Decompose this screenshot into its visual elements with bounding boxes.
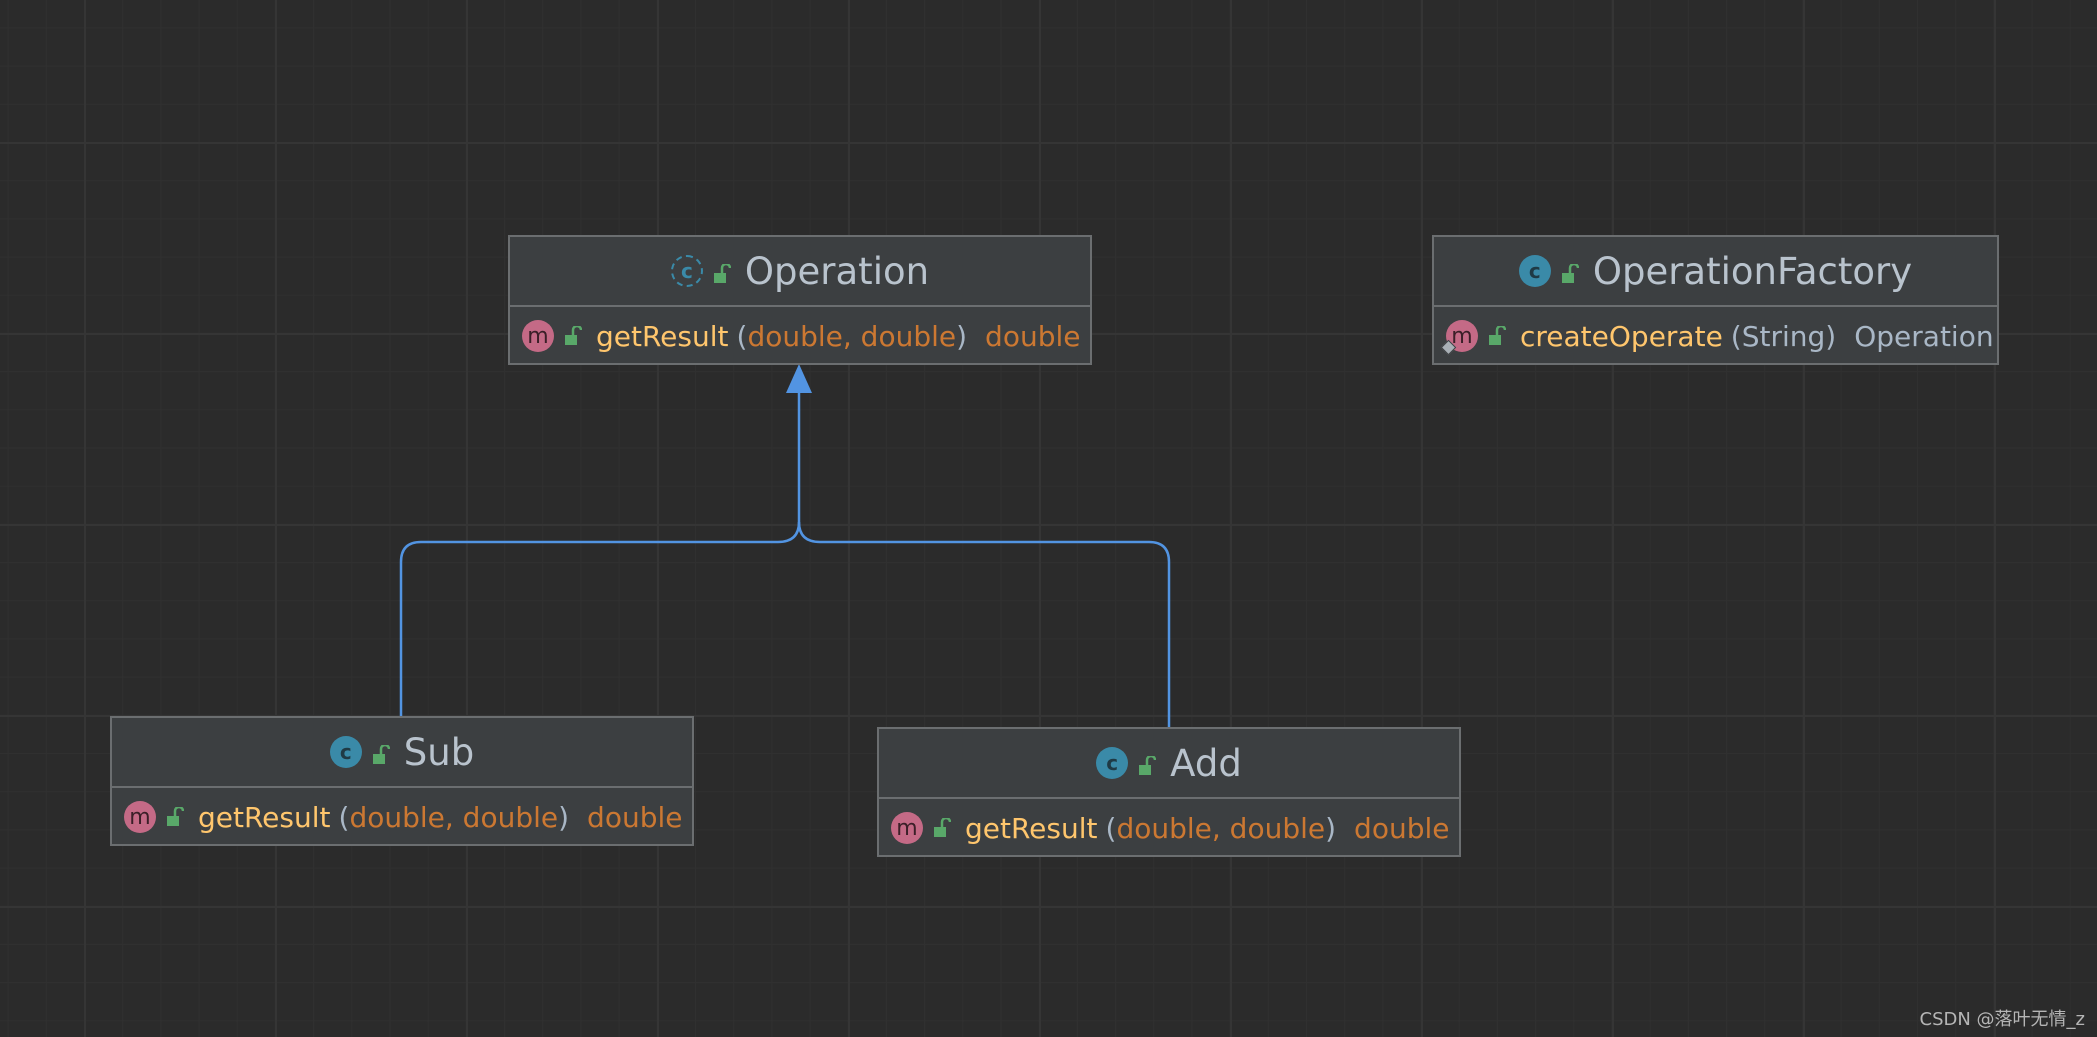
class-node-operation-factory[interactable]: c OperationFactory m createOperate(Strin… <box>1432 235 1999 365</box>
method-params: double, double <box>747 319 957 353</box>
edge-sub-to-operation[interactable] <box>399 392 801 716</box>
class-name: OperationFactory <box>1592 249 1913 293</box>
class-node-operation[interactable]: c Operation m getResult(double, double) … <box>508 235 1092 365</box>
unlocked-icon <box>372 731 391 774</box>
method-row[interactable]: m getResult(double, double) double <box>879 799 1459 857</box>
method-params: double, double <box>1116 811 1326 845</box>
method-name: getResult <box>596 319 729 353</box>
unlocked-icon <box>564 320 583 353</box>
method-row[interactable]: m createOperate(String) Operation <box>1434 307 1997 365</box>
return-type: double <box>587 800 683 834</box>
class-header: c Operation <box>510 237 1090 307</box>
method-name: createOperate <box>1520 319 1723 353</box>
open-paren: ( <box>1105 811 1117 845</box>
abstract-class-icon: c <box>670 255 703 287</box>
method-row[interactable]: m getResult(double, double) double <box>510 307 1090 365</box>
unlocked-icon <box>166 801 185 834</box>
method-params: double, double <box>349 800 559 834</box>
class-name: Operation <box>744 249 930 293</box>
class-node-sub[interactable]: c Sub m getResult(double, double) double <box>110 716 694 846</box>
method-icon: m <box>891 812 923 844</box>
static-method-icon: m <box>1440 320 1478 356</box>
class-header: c Add <box>879 729 1459 799</box>
unlocked-icon <box>713 250 732 293</box>
method-icon: m <box>522 320 554 352</box>
close-paren: ) <box>956 319 968 353</box>
open-paren: ( <box>1730 319 1742 353</box>
method-name: getResult <box>198 800 331 834</box>
watermark: CSDN @落叶无情_z <box>1919 1009 2086 1030</box>
class-name: Sub <box>403 730 475 774</box>
class-header: c Sub <box>112 718 692 788</box>
method-icon: m <box>124 801 156 833</box>
class-header: c OperationFactory <box>1434 237 1997 307</box>
close-paren: ) <box>558 800 570 834</box>
unlocked-icon <box>1561 250 1580 293</box>
return-type: double <box>985 319 1081 353</box>
unlocked-icon <box>1488 320 1507 353</box>
method-params: String <box>1741 319 1826 353</box>
return-type: Operation <box>1854 319 1994 353</box>
edge-add-to-operation[interactable] <box>797 521 1171 728</box>
unlocked-icon <box>933 812 952 845</box>
open-paren: ( <box>736 319 748 353</box>
return-type: double <box>1354 811 1450 845</box>
close-paren: ) <box>1825 319 1837 353</box>
close-paren: ) <box>1325 811 1337 845</box>
class-icon: c <box>1518 255 1551 287</box>
class-name: Add <box>1170 741 1242 785</box>
class-icon: c <box>329 736 362 768</box>
method-row[interactable]: m getResult(double, double) double <box>112 788 692 846</box>
class-node-add[interactable]: c Add m getResult(double, double) double <box>877 727 1461 857</box>
generalization-arrowhead <box>786 364 812 393</box>
method-name: getResult <box>965 811 1098 845</box>
class-icon: c <box>1096 747 1129 779</box>
open-paren: ( <box>338 800 350 834</box>
unlocked-icon <box>1138 742 1157 785</box>
